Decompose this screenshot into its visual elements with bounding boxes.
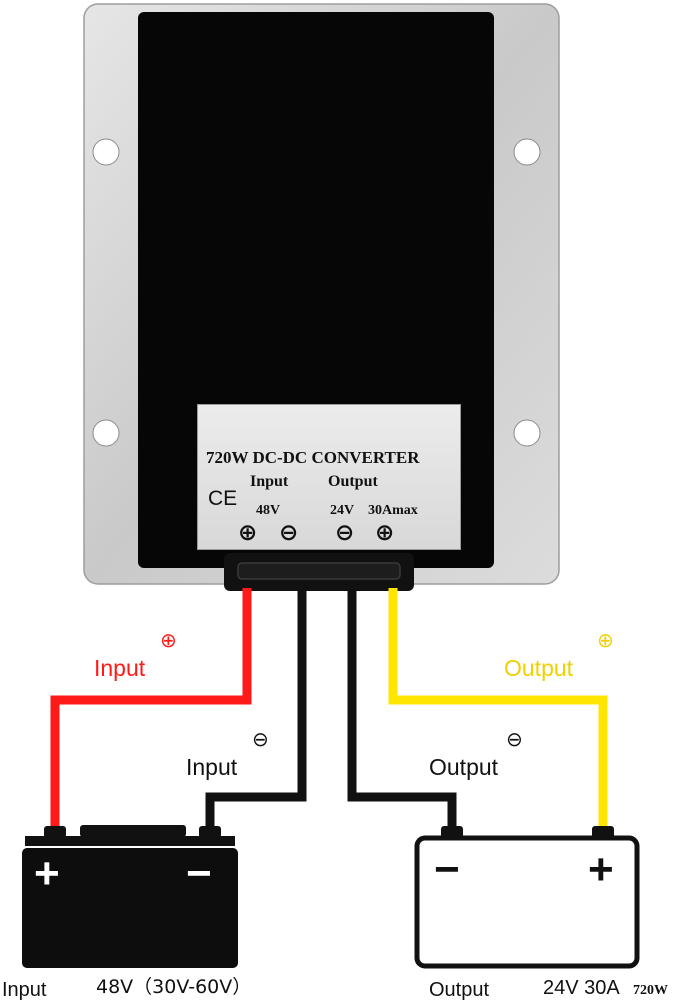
wire-input-positive [50, 588, 252, 833]
wire-output-positive [388, 588, 608, 833]
nameplate-output-minus-icon: ⊖ [335, 520, 355, 546]
converter-nameplate: 720W DC-DC CONVERTER CE Input Output 48V… [197, 404, 461, 550]
wire-output-negative [347, 588, 457, 833]
footer-output-label: Output [429, 979, 490, 1001]
nameplate-output-current: 30Amax [368, 503, 418, 518]
output-battery-body [414, 835, 640, 969]
nameplate-output-plus-icon: ⊕ [375, 520, 395, 546]
output-positive-label: Output [504, 655, 574, 681]
input-battery-terminal-negative [199, 826, 221, 838]
output-negative-minus-icon: ⊖ [506, 727, 523, 751]
input-battery-terminal-positive [44, 826, 66, 838]
mounting-hole-bottom-left [92, 419, 120, 447]
ce-mark: CE [208, 487, 238, 510]
output-negative-label: Output [429, 754, 499, 780]
nameplate-input-plus-icon: ⊕ [238, 520, 258, 546]
input-battery-top [25, 836, 235, 846]
nameplate-output-voltage: 24V [330, 503, 355, 518]
nameplate-input-voltage: 48V [256, 503, 281, 518]
input-battery-minus: − [186, 849, 212, 898]
nameplate-input-minus-icon: ⊖ [279, 520, 299, 546]
mounting-hole-bottom-right [513, 419, 541, 447]
mounting-hole-top-left [92, 138, 120, 166]
input-battery-cap [80, 825, 186, 837]
wire-input-negative [205, 588, 307, 833]
input-positive-plus-icon: ⊕ [160, 628, 177, 652]
footer-output-spec: 24V 30A [543, 977, 620, 999]
footer-input-spec: 48V（30V-60V） [96, 976, 252, 998]
input-battery-plus: + [34, 849, 60, 898]
output-positive-plus-icon: ⊕ [597, 628, 614, 652]
nameplate-title: 720W DC-DC CONVERTER [206, 448, 420, 467]
nameplate-output-label: Output [328, 473, 378, 490]
mounting-hole-top-right [513, 138, 541, 166]
footer-input-label: Input [2, 979, 47, 1001]
nameplate-input-label: Input [250, 473, 289, 490]
input-negative-minus-icon: ⊖ [252, 727, 269, 751]
output-battery-minus: − [434, 845, 460, 894]
input-battery-body [22, 848, 238, 968]
input-negative-label: Input [186, 754, 238, 780]
footer-output-power: 720W [633, 983, 668, 998]
input-positive-label: Input [94, 655, 146, 681]
cable-grommet-ridge [237, 562, 401, 580]
output-battery-plus: + [588, 845, 614, 894]
